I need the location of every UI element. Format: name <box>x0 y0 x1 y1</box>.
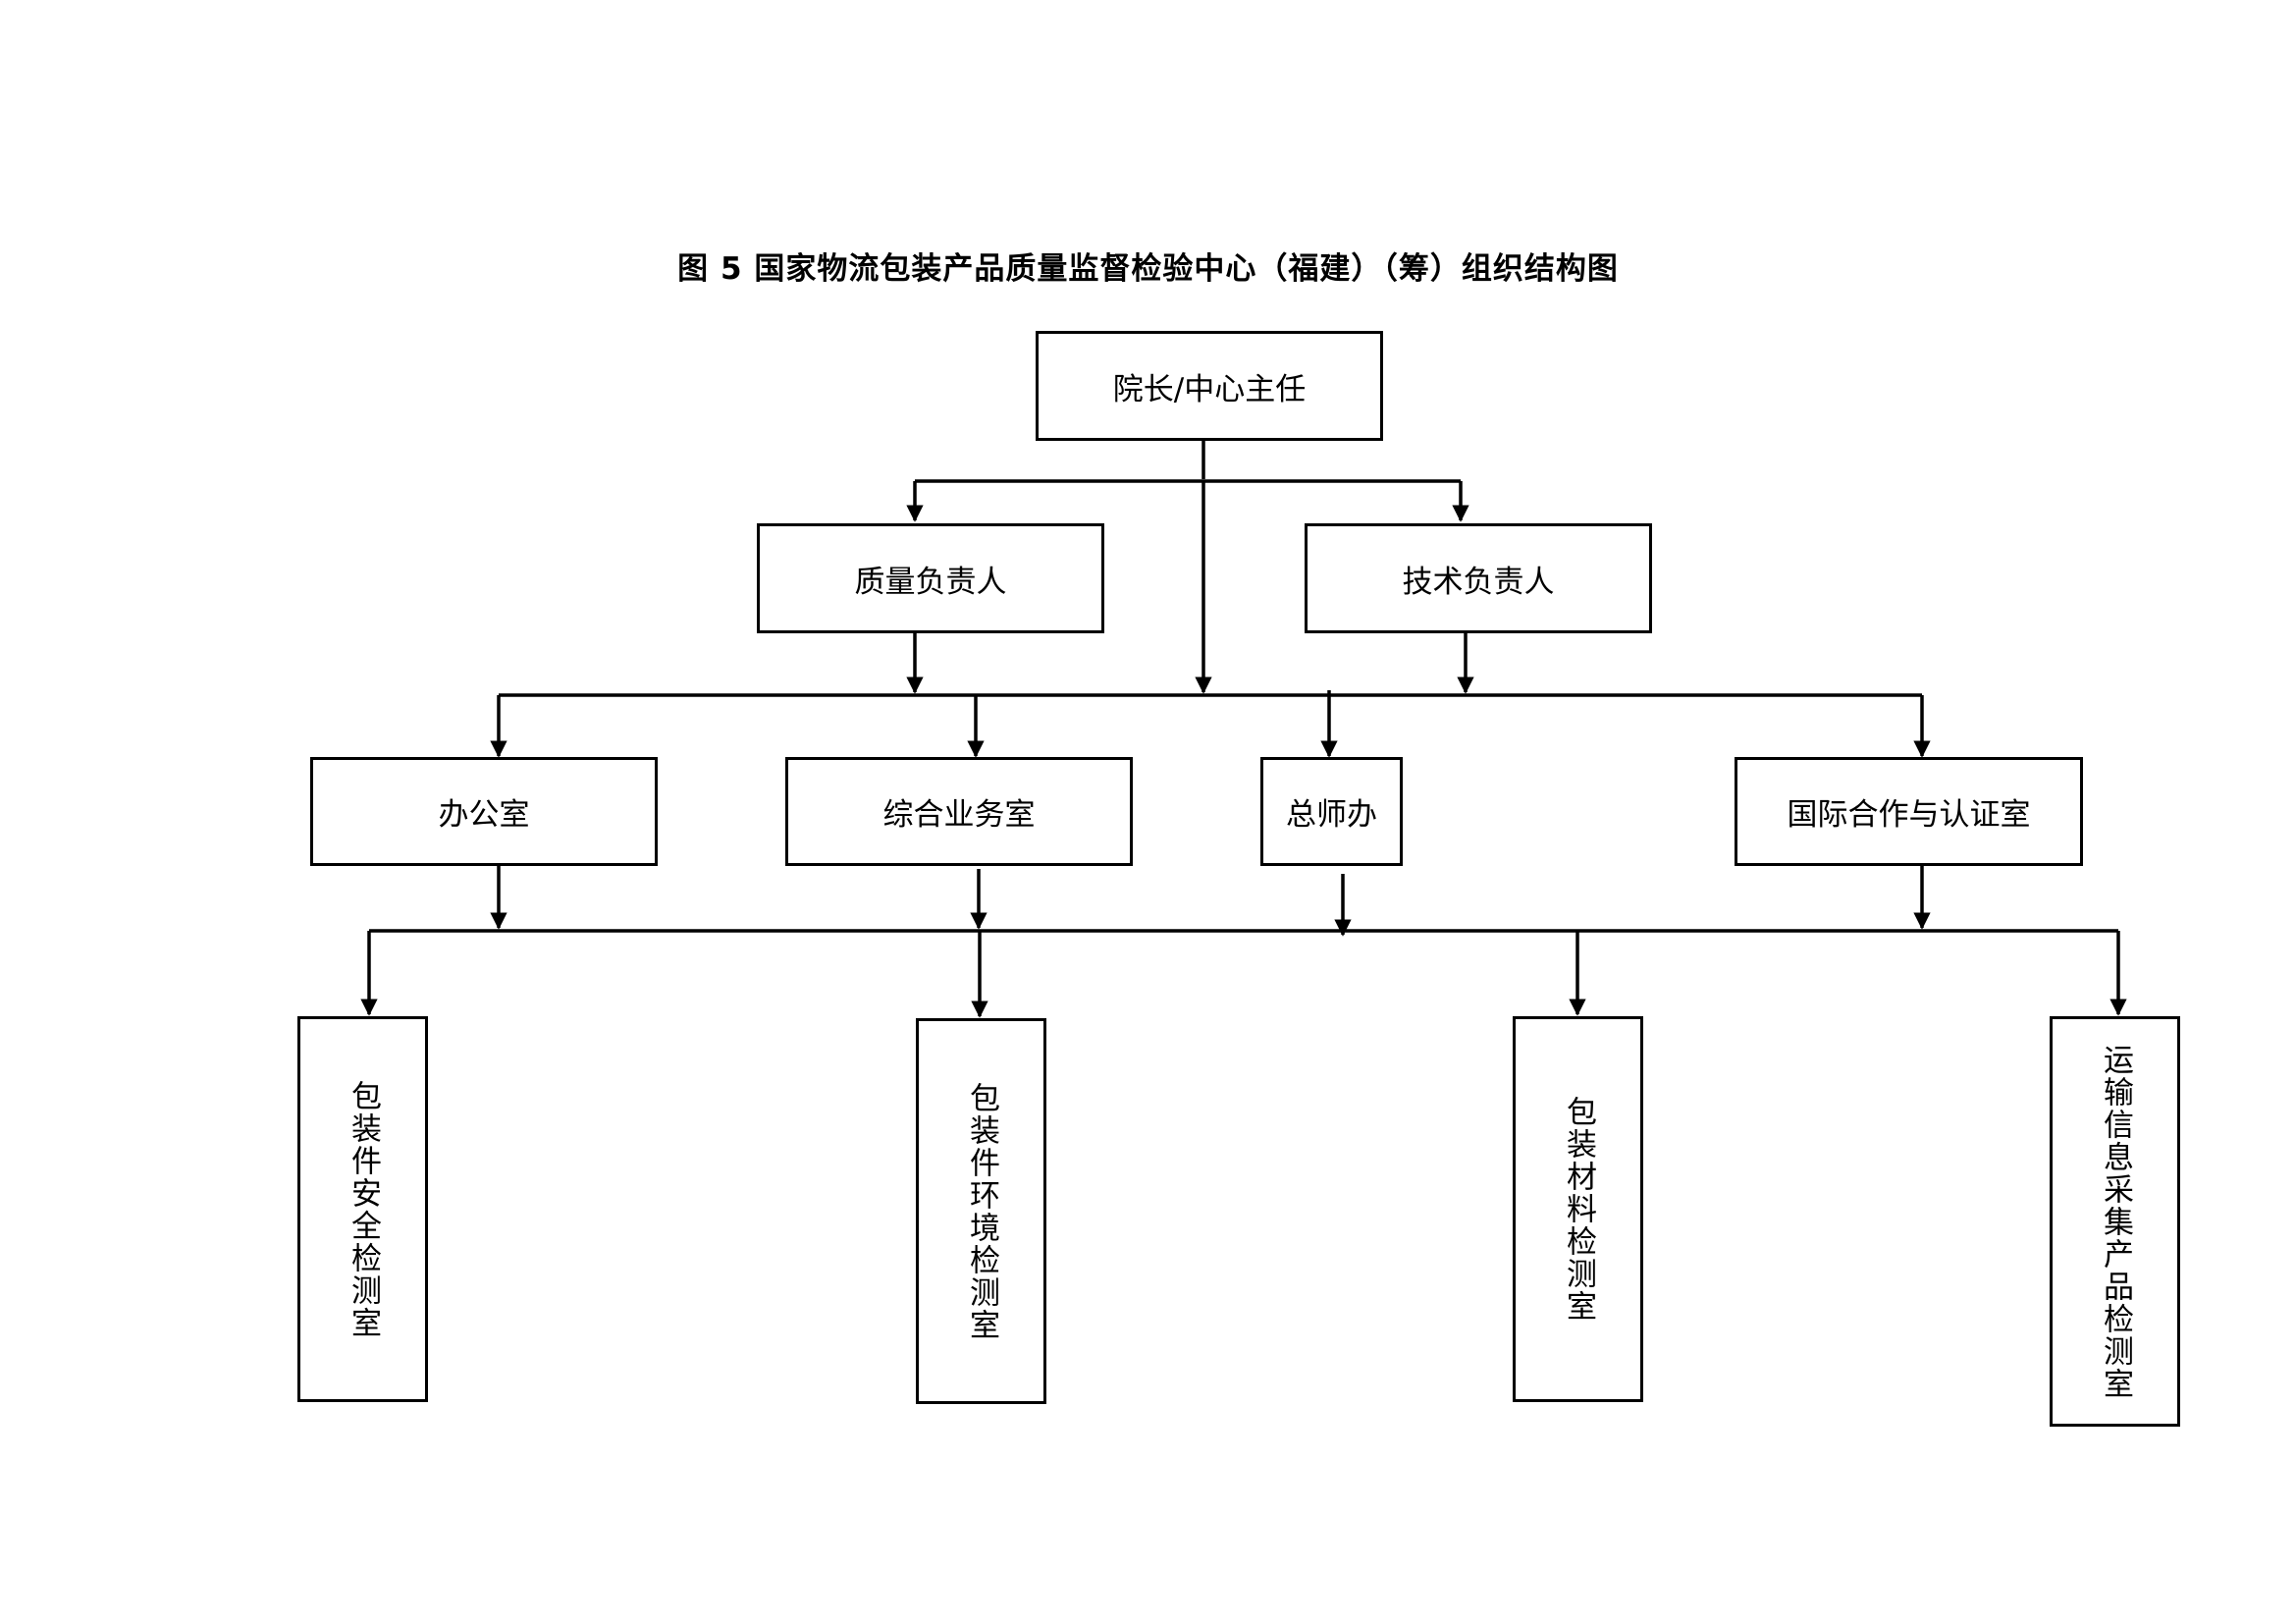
node-intl-cert: 国际合作与认证室 <box>1735 757 2083 866</box>
node-director-label: 院长/中心主任 <box>1112 371 1307 407</box>
node-intl-cert-label: 国际合作与认证室 <box>1787 797 2031 833</box>
node-chief-engineer-office-label: 总师办 <box>1286 797 1377 833</box>
node-general-affairs-label: 综合业务室 <box>882 797 1036 833</box>
chart-title: 图 5 国家物流包装产品质量监督检验中心（福建）（筹）组织结构图 <box>677 251 1619 287</box>
node-lab-environment-label: 包装件环境检测室 <box>964 1081 999 1341</box>
node-tech-lead-label: 技术负责人 <box>1402 564 1555 600</box>
node-lab-environment: 包装件环境检测室 <box>916 1018 1046 1404</box>
node-lab-transport: 运输信息采集产品检测室 <box>2050 1016 2180 1427</box>
node-quality-lead: 质量负责人 <box>757 523 1104 633</box>
node-office: 办公室 <box>310 757 658 866</box>
node-director: 院长/中心主任 <box>1036 331 1383 441</box>
node-lab-safety-label: 包装件安全检测室 <box>346 1079 381 1339</box>
node-lab-transport-label: 运输信息采集产品检测室 <box>2098 1043 2133 1400</box>
node-lab-safety: 包装件安全检测室 <box>297 1016 428 1402</box>
node-general-affairs: 综合业务室 <box>785 757 1133 866</box>
node-lab-materials: 包装材料检测室 <box>1513 1016 1643 1402</box>
node-chief-engineer-office: 总师办 <box>1260 757 1403 866</box>
node-tech-lead: 技术负责人 <box>1305 523 1652 633</box>
node-office-label: 办公室 <box>438 797 530 833</box>
node-quality-lead-label: 质量负责人 <box>854 564 1007 600</box>
node-lab-materials-label: 包装材料检测室 <box>1561 1096 1596 1323</box>
